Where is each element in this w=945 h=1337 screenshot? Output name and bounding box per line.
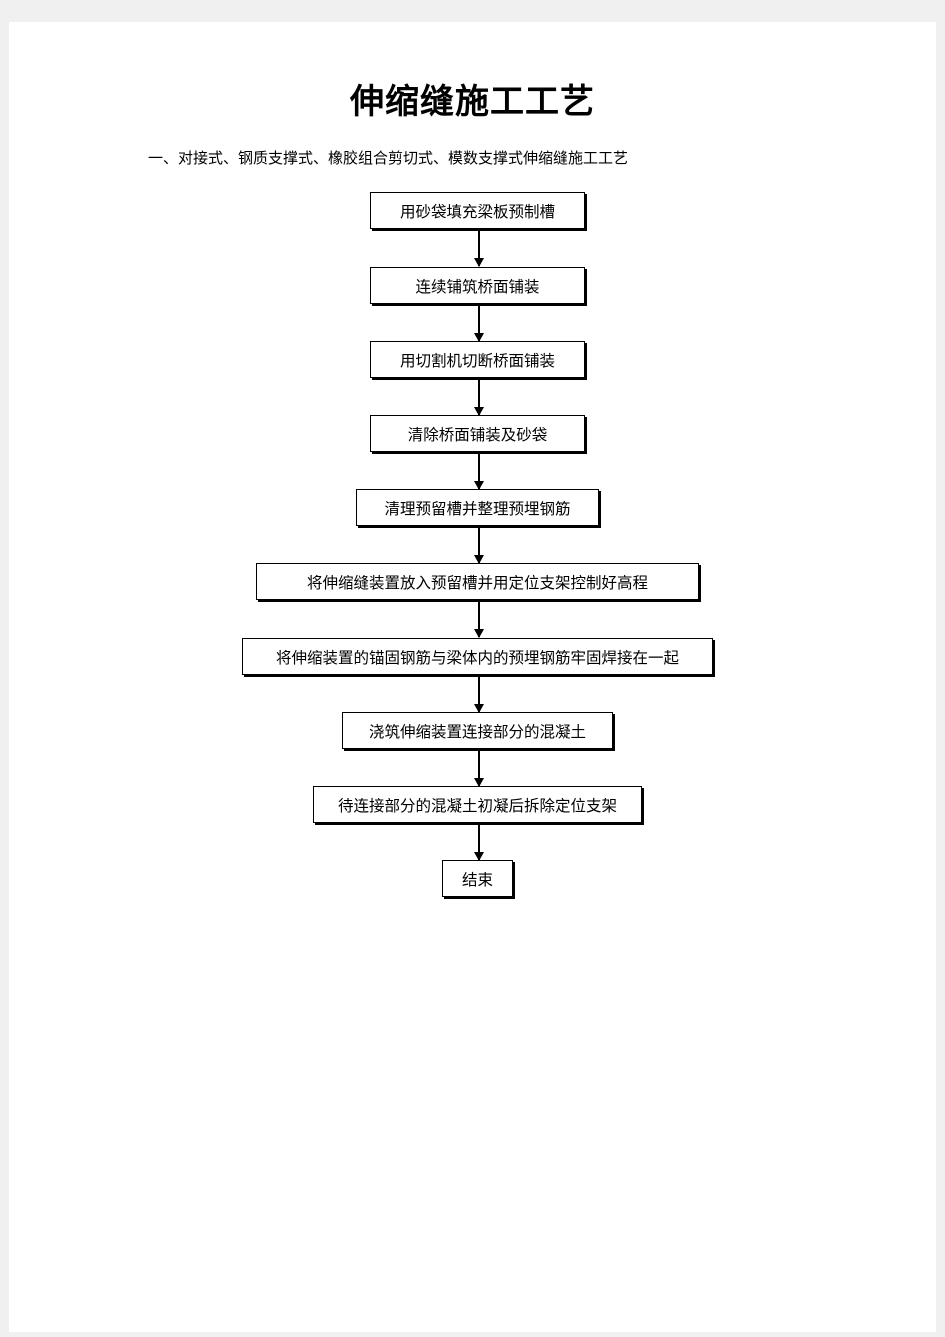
flow-step-7: 将伸缩装置的锚固钢筋与梁体内的预埋钢筋牢固焊接在一起 [242,638,713,675]
flow-step-6: 将伸缩缝装置放入预留槽并用定位支架控制好高程 [256,563,699,600]
flow-step-3: 用切割机切断桥面铺装 [370,341,585,378]
flow-arrow-4 [474,453,484,490]
flow-arrow-2 [474,305,484,342]
flow-arrow-1 [474,230,484,267]
flow-step-5: 清理预留槽并整理预埋钢筋 [356,489,599,526]
flow-step-end: 结束 [442,860,513,897]
flow-arrow-5 [474,527,484,564]
document-page [9,22,936,1332]
section-heading: 一、对接式、钢质支撑式、橡胶组合剪切式、模数支撑式伸缩缝施工工艺 [148,149,629,167]
flow-arrow-8 [474,750,484,787]
flow-arrow-9 [474,824,484,861]
flow-step-4: 清除桥面铺装及砂袋 [370,415,585,452]
flow-arrow-7 [474,676,484,713]
flow-arrow-6 [474,601,484,638]
flow-arrow-3 [474,379,484,416]
flow-step-1: 用砂袋填充梁板预制槽 [370,192,585,229]
flow-step-2: 连续铺筑桥面铺装 [370,267,585,304]
flow-step-9: 待连接部分的混凝土初凝后拆除定位支架 [313,786,642,823]
page-title: 伸缩缝施工工艺 [350,82,595,122]
flow-step-8: 浇筑伸缩装置连接部分的混凝土 [342,712,613,749]
